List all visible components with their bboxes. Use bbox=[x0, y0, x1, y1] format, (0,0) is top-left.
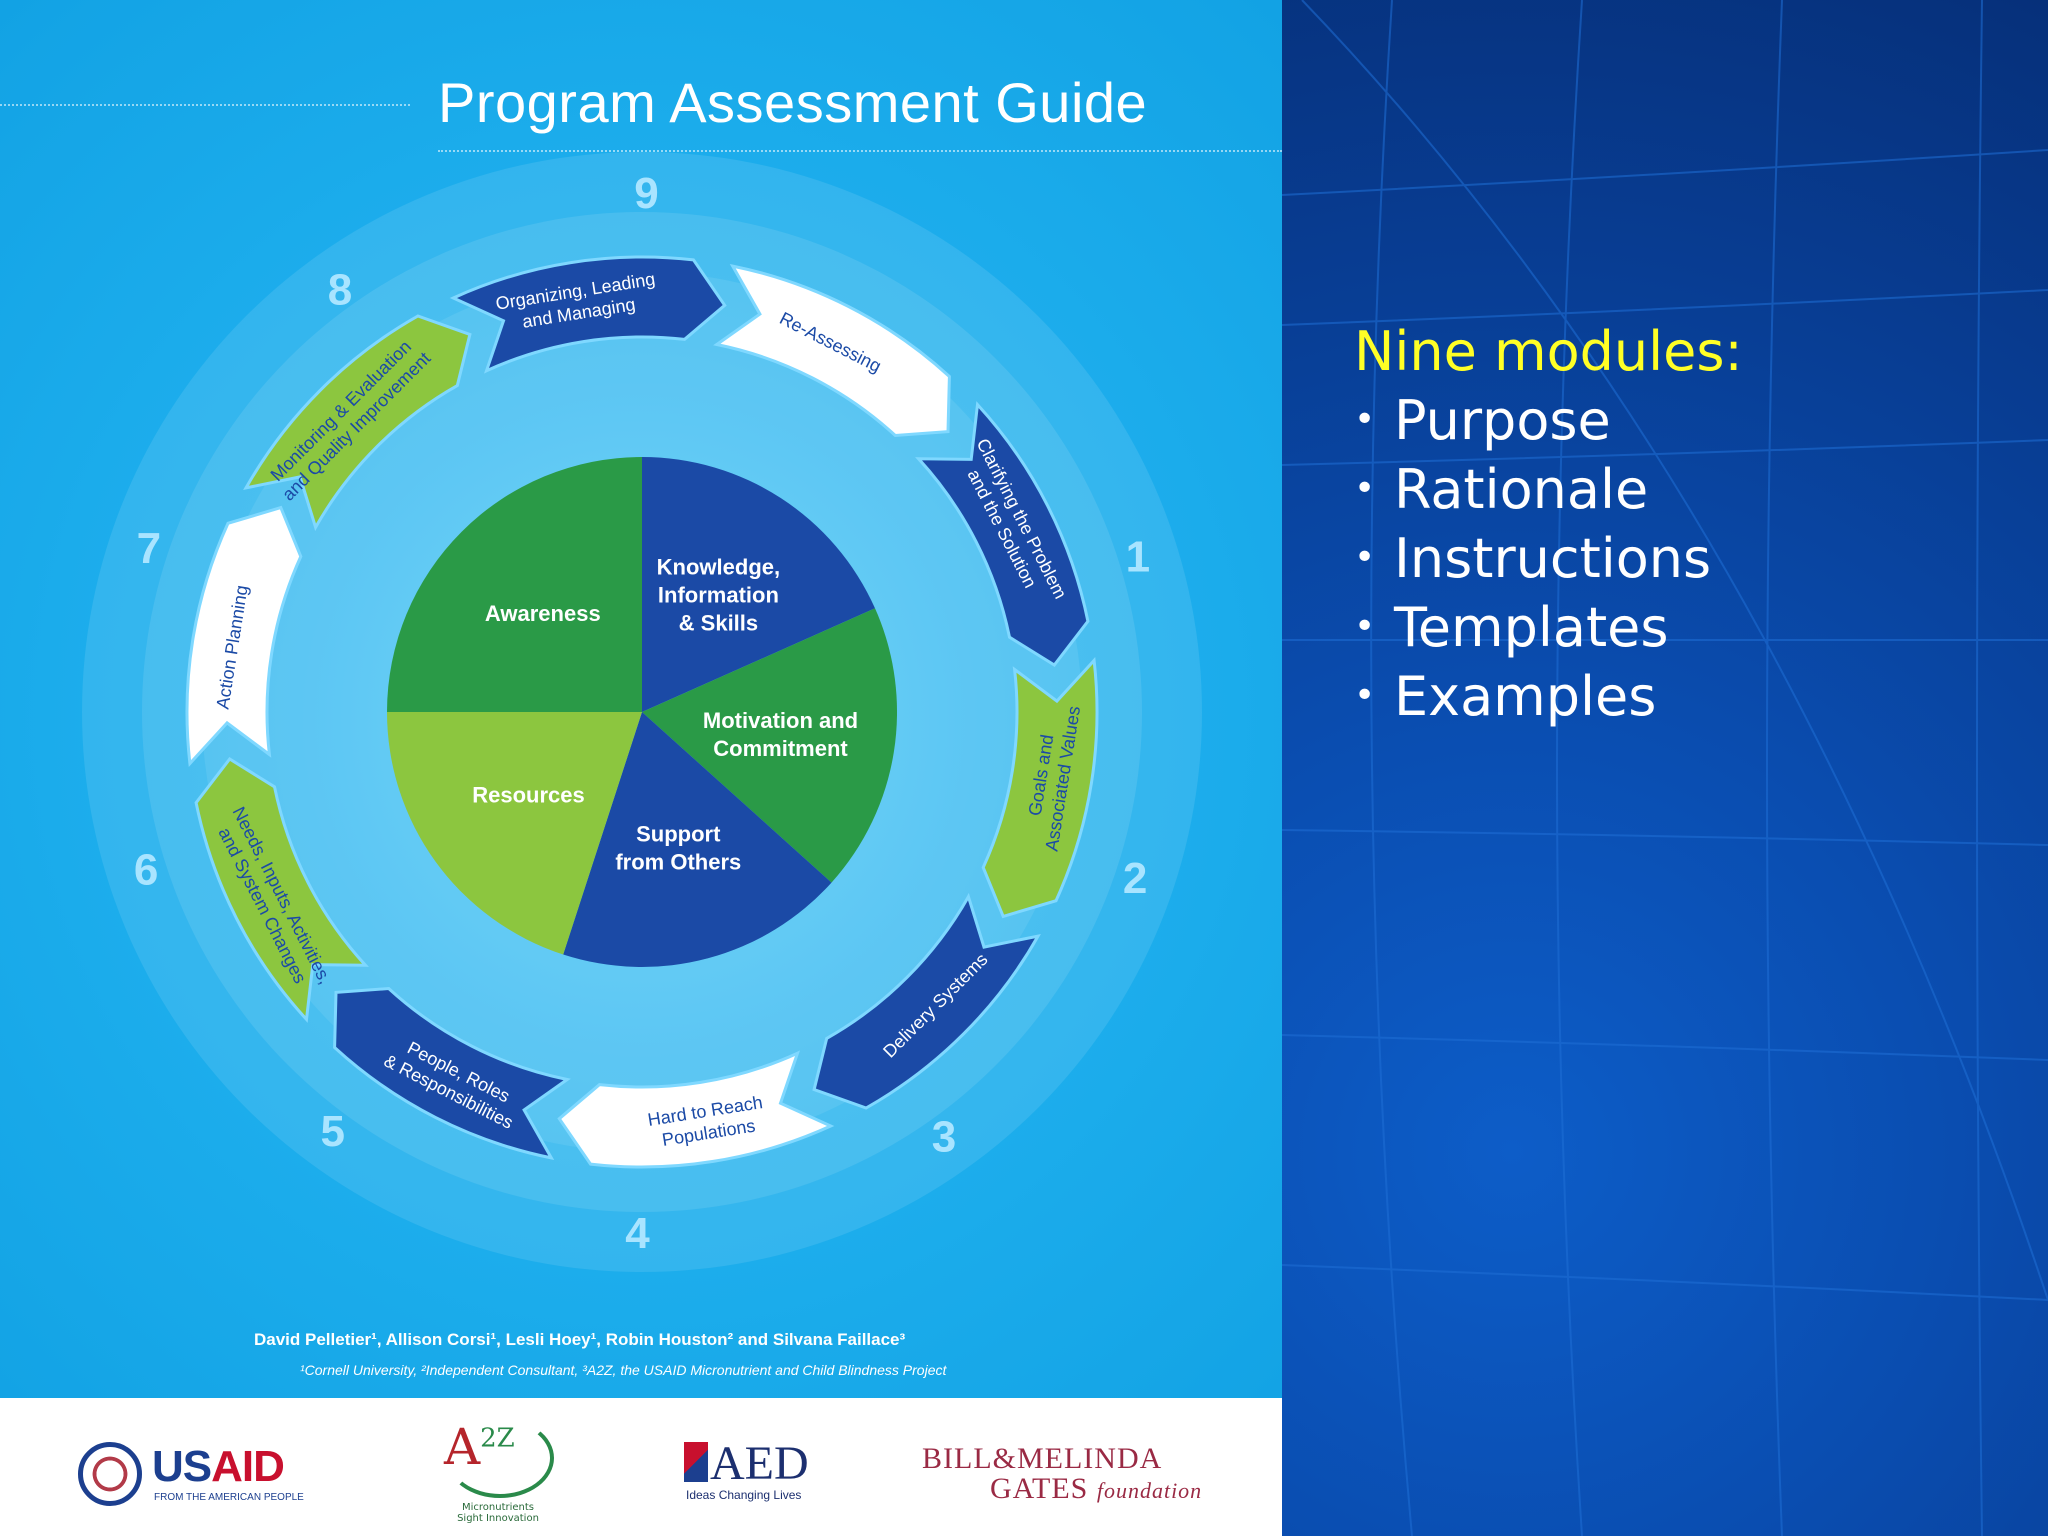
module-number: 4 bbox=[625, 1209, 650, 1258]
module-arrow bbox=[915, 401, 1090, 667]
module-list-item: •Templates bbox=[1354, 593, 1743, 662]
a2z-logo: A2Z Micronutrients Sight Innovation bbox=[440, 1418, 560, 1536]
module-number: 1 bbox=[1126, 533, 1150, 582]
module-number: 6 bbox=[134, 845, 158, 894]
module-arrow bbox=[449, 255, 727, 374]
a2z-arc-icon bbox=[446, 1418, 554, 1498]
bullet-icon: • bbox=[1354, 399, 1376, 440]
pie-segment-label: Knowledge, bbox=[657, 554, 780, 579]
dotted-rule-left bbox=[0, 104, 410, 106]
gates-foundation-logo: BILL&MELINDA GATES foundation bbox=[922, 1442, 1222, 1512]
module-list-item: •Examples bbox=[1354, 662, 1743, 731]
module-number: 9 bbox=[634, 169, 658, 218]
module-list: •Purpose •Rationale •Instructions •Templ… bbox=[1354, 386, 1743, 731]
cover-title: Program Assessment Guide bbox=[438, 71, 1148, 134]
modules-heading: Nine modules: bbox=[1354, 320, 1743, 383]
globe-grid-background bbox=[1282, 0, 2048, 1536]
module-arrow bbox=[981, 657, 1099, 919]
gates-wordmark-line2: GATES foundation bbox=[990, 1472, 1203, 1505]
aed-logo: AED Ideas Changing Lives bbox=[684, 1437, 824, 1508]
module-arrow bbox=[812, 892, 1041, 1110]
pie-segment bbox=[387, 457, 642, 712]
aed-wordmark: AED bbox=[710, 1437, 809, 1490]
usaid-logo: USAID FROM THE AMERICAN PEOPLE bbox=[78, 1438, 318, 1508]
module-arrow bbox=[194, 757, 369, 1023]
pie-segment-label: Support bbox=[636, 822, 721, 847]
pie-segment bbox=[642, 608, 898, 883]
pie-segment bbox=[642, 457, 875, 712]
aed-tagline: Ideas Changing Lives bbox=[686, 1488, 802, 1502]
module-number: 5 bbox=[320, 1107, 344, 1156]
affiliation-line: ¹Cornell University, ²Independent Consul… bbox=[300, 1362, 947, 1378]
usaid-wordmark: USAID bbox=[152, 1442, 285, 1491]
module-arrow bbox=[557, 1050, 835, 1169]
pie-segment-label: Motivation and bbox=[703, 708, 858, 733]
modules-text-block: Nine modules: •Purpose •Rationale •Instr… bbox=[1354, 318, 1743, 731]
center-pie: Knowledge, Information & SkillsMotivation … bbox=[387, 457, 898, 967]
module-list-item: •Purpose bbox=[1354, 386, 1743, 455]
pie-segment-label: & Skills bbox=[679, 610, 758, 635]
aed-flag-icon bbox=[684, 1442, 708, 1482]
author-line: David Pelletier¹, Allison Corsi¹, Lesli … bbox=[254, 1330, 906, 1349]
a2z-wordmark: A2Z bbox=[444, 1418, 515, 1476]
bullet-icon: • bbox=[1354, 537, 1376, 578]
a2z-tagline: Micronutrients Sight Innovation bbox=[457, 1502, 539, 1524]
pie-segment-label: from Others bbox=[615, 850, 741, 875]
module-arrow bbox=[333, 986, 571, 1161]
sponsor-logo-strip: USAID FROM THE AMERICAN PEOPLE A2Z Micro… bbox=[0, 1398, 1282, 1536]
module-number: 8 bbox=[328, 266, 352, 315]
bullet-icon: • bbox=[1354, 606, 1376, 647]
guide-cover-image: Program Assessment Guide Clarifying the … bbox=[0, 0, 1282, 1536]
module-number: 3 bbox=[932, 1112, 956, 1161]
usaid-tagline: FROM THE AMERICAN PEOPLE bbox=[154, 1492, 304, 1503]
module-list-item: •Instructions bbox=[1354, 524, 1743, 593]
bullet-icon: • bbox=[1354, 468, 1376, 509]
module-arrow bbox=[243, 314, 472, 532]
module-arrow bbox=[713, 263, 951, 438]
pie-segment-label: Commitment bbox=[713, 736, 848, 761]
pie-segment bbox=[563, 712, 832, 967]
pie-segment-label: Resources bbox=[472, 782, 585, 807]
usaid-seal-icon bbox=[78, 1442, 142, 1506]
dotted-rule-right bbox=[438, 150, 1282, 152]
module-numbers: 1 2 3 4 5 6 7 8 9 bbox=[134, 169, 1150, 1258]
pie-segment-label: Information bbox=[658, 582, 779, 607]
bullet-icon: • bbox=[1354, 675, 1376, 716]
pie-segment-label: Awareness bbox=[485, 601, 601, 626]
gates-wordmark-line1: BILL&MELINDA bbox=[922, 1442, 1163, 1475]
slide-text-panel: Nine modules: •Purpose •Rationale •Instr… bbox=[1282, 0, 2048, 1536]
module-number: 2 bbox=[1123, 854, 1147, 903]
pie-segment bbox=[387, 712, 642, 955]
module-number: 7 bbox=[137, 524, 161, 573]
module-arrow bbox=[185, 505, 303, 767]
module-list-item: •Rationale bbox=[1354, 455, 1743, 524]
